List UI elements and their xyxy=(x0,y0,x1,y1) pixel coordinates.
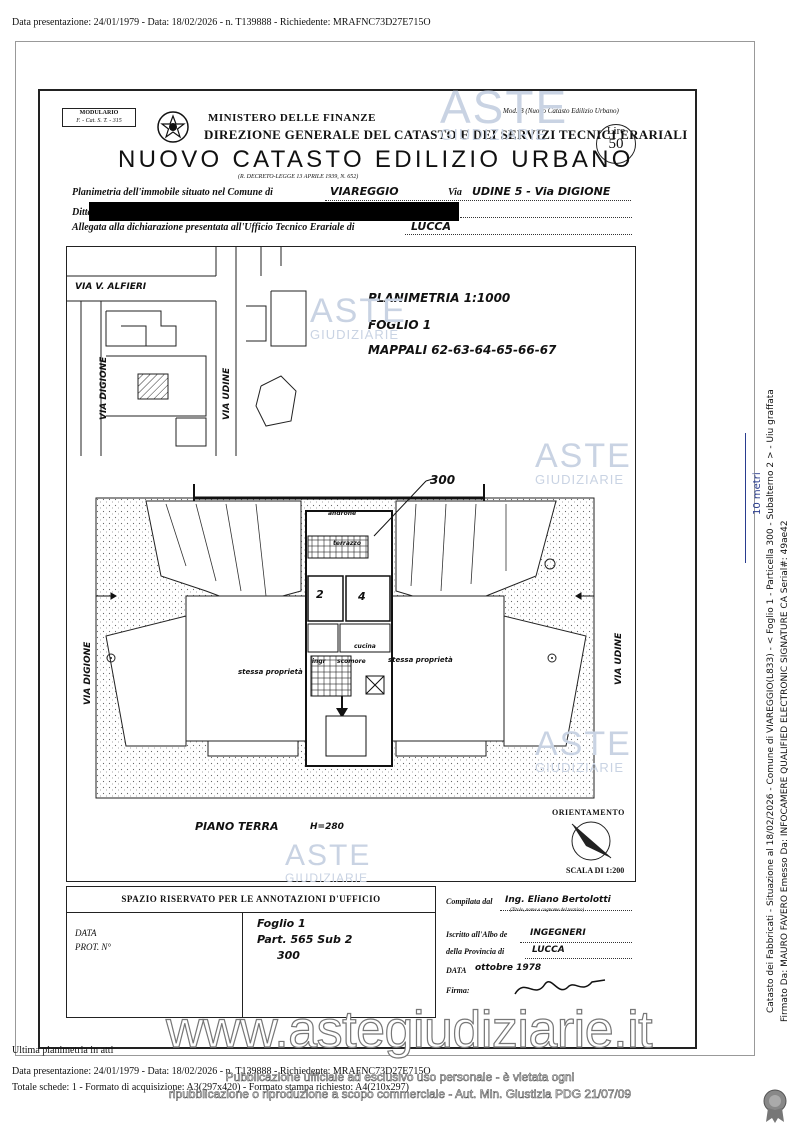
comune-value: VIAREGGIO xyxy=(330,185,399,198)
site-watermark: www.astegiudiziarie.it xyxy=(165,1000,653,1059)
watermark-aste-2: ASTE GIUDIZIARIE xyxy=(310,292,407,343)
compilata-dotted-line xyxy=(500,909,632,911)
model-label: Mod. B (Nuovo Catasto Edilizio Urbano) xyxy=(503,107,619,115)
form-title: NUOVO CATASTO EDILIZIO URBANO xyxy=(118,146,634,173)
vertical-signature-text: Firmato Da: MAURO FAVERO Emesso Da: INFO… xyxy=(780,520,790,1022)
vertical-catasto-text: Catasto dei Fabbricati - Situazione al 1… xyxy=(766,389,776,1013)
altezza-label: H=280 xyxy=(310,822,344,832)
redacted-owner xyxy=(89,202,459,221)
lire-label: Lire xyxy=(606,125,626,137)
mappali-label: MAPPALI 62-63-64-65-66-67 xyxy=(368,343,557,357)
comune-dotted-line xyxy=(325,199,631,201)
sheet-frame xyxy=(15,41,755,1056)
room-ingr: ingr xyxy=(312,658,326,665)
ref-300: 300 xyxy=(430,473,456,487)
annot-hand-foglio: Foglio 1 xyxy=(257,917,306,930)
watermark-word: ASTE xyxy=(310,292,407,330)
watermark-word: GIUDIZIARIE xyxy=(535,760,625,775)
footer-line-1: Data presentazione: 24/01/1979 - Data: 1… xyxy=(12,1066,431,1077)
disclaimer-line-1: Pubblicazione ufficiale ad esclusivo uso… xyxy=(225,1070,575,1085)
provincia-value: LUCCA xyxy=(532,945,565,955)
watermark-word: ASTE xyxy=(535,725,632,763)
allegata-label: Allegata alla dichiarazione presentata a… xyxy=(72,222,355,233)
watermark-aste-4: ASTE GIUDIZIARIE xyxy=(535,725,632,776)
signature-icon xyxy=(514,979,606,995)
document-border xyxy=(38,89,697,1049)
compilata-label: Compilata dal xyxy=(446,897,493,906)
disclaimer-line-2: ripubblicazione o riproduzione a scopo c… xyxy=(168,1087,632,1102)
scale-bar xyxy=(745,433,746,563)
annotations-left-cell xyxy=(67,912,243,1017)
scale-bar-label: 10 metri xyxy=(752,472,763,515)
stessa-proprieta-right: stessa proprietà xyxy=(388,656,453,664)
watermark-word: ASTE xyxy=(285,839,372,872)
annot-data-label: DATA xyxy=(75,928,97,938)
room-scomore: scomore xyxy=(337,658,366,665)
orientamento-label: ORIENTAMENTO xyxy=(552,808,625,817)
watermark-word: GIUDIZIARIE xyxy=(285,871,369,885)
header-line: Data presentazione: 24/01/1979 - Data: 1… xyxy=(12,17,431,28)
ditta-dotted-line xyxy=(460,216,632,218)
floor-plan-frame xyxy=(66,246,636,882)
room-4: 4 xyxy=(358,590,366,603)
scala-label: SCALA DI 1:200 xyxy=(566,866,625,875)
ufficio-value: LUCCA xyxy=(411,220,451,233)
directorate-name: DIREZIONE GENERALE DEL CATASTO E DEI SER… xyxy=(204,127,688,142)
watermark-aste-1: ASTE GIUDIZIARIE xyxy=(440,81,569,144)
foglio-label: FOGLIO 1 xyxy=(368,318,432,332)
room-cucina: cucina xyxy=(354,643,376,650)
footer-line-2: Totale schede: 1 - Formato di acquisizio… xyxy=(12,1082,409,1093)
lire-stamp: Lire 50 xyxy=(596,124,636,164)
annot-hand-300: 300 xyxy=(277,949,300,962)
annotations-header: SPAZIO RISERVATO PER LE ANNOTAZIONI D'UF… xyxy=(67,887,435,913)
via-label: Via xyxy=(448,187,462,198)
watermark-aste-3: ASTE GIUDIZIARIE xyxy=(535,437,632,488)
watermark-word: ASTE xyxy=(535,437,632,475)
albo-value: INGEGNERI xyxy=(530,928,586,938)
provincia-label: della Provincia di xyxy=(446,947,505,956)
planimetria-label: Planimetria dell'immobile situato nel Co… xyxy=(72,187,273,198)
street-alfieri: VIA V. ALFIERI xyxy=(75,282,147,292)
ultima-planimetria: Ultima planimetria in atti xyxy=(12,1045,114,1056)
watermark-word: GIUDIZIARIE xyxy=(535,472,625,487)
albo-label: Iscritto all'Albo de xyxy=(446,930,508,939)
decree-reference: (R. DECRETO-LEGGE 13 APRILE 1939, N. 652… xyxy=(238,174,359,180)
ditta-label: Ditta xyxy=(72,207,93,218)
piano-label: PIANO TERRA xyxy=(195,820,279,833)
street-digione-top: VIA DIGIONE xyxy=(99,356,109,420)
watermark-word: GIUDIZIARIE xyxy=(310,327,400,342)
annotations-box: SPAZIO RISERVATO PER LE ANNOTAZIONI D'UF… xyxy=(66,886,436,1018)
allegata-dotted-line xyxy=(405,233,632,235)
albo-dotted-line xyxy=(520,941,632,943)
modulario-box: MODULARIO F. - Cat. S. T. - 315 xyxy=(62,108,136,127)
room-terrazzo: terrazzo xyxy=(333,540,362,547)
annot-hand-part: Part. 565 Sub 2 xyxy=(257,933,353,946)
street-udine: VIA UDINE xyxy=(614,632,624,685)
room-2: 2 xyxy=(316,588,324,601)
stessa-proprieta-left: stessa proprietà xyxy=(238,668,303,676)
via-value: UDINE 5 - Via DIGIONE xyxy=(472,185,611,198)
firma-label: Firma: xyxy=(446,986,470,995)
street-digione: VIA DIGIONE xyxy=(83,641,93,705)
modulario-label: MODULARIO xyxy=(79,110,119,116)
watermark-aste-5: ASTE GIUDIZIARIE xyxy=(285,839,372,886)
floor-plan-drawing xyxy=(66,246,612,861)
lire-value: 50 xyxy=(608,136,624,152)
compilata-value: Ing. Eliano Bertolotti xyxy=(505,895,611,905)
plan-scale-label: PLANIMETRIA 1:1000 xyxy=(368,291,511,305)
modulario-code: F. - Cat. S. T. - 315 xyxy=(76,118,122,124)
ministry-name: MINISTERO DELLE FINANZE xyxy=(208,112,376,124)
compilata-data-value: ottobre 1978 xyxy=(475,963,542,973)
annot-prot-label: PROT. N° xyxy=(75,942,111,952)
republic-emblem-icon xyxy=(157,111,189,143)
watermark-word: ASTE xyxy=(440,81,569,133)
provincia-dotted-line xyxy=(525,957,632,959)
watermark-word: GIUDIZIARIE xyxy=(440,127,548,144)
seal-badge-icon xyxy=(763,1089,787,1123)
room-androne: androne xyxy=(328,510,357,517)
street-udine-top: VIA UDINE xyxy=(222,367,232,420)
compilata-data-label: DATA xyxy=(446,966,467,975)
